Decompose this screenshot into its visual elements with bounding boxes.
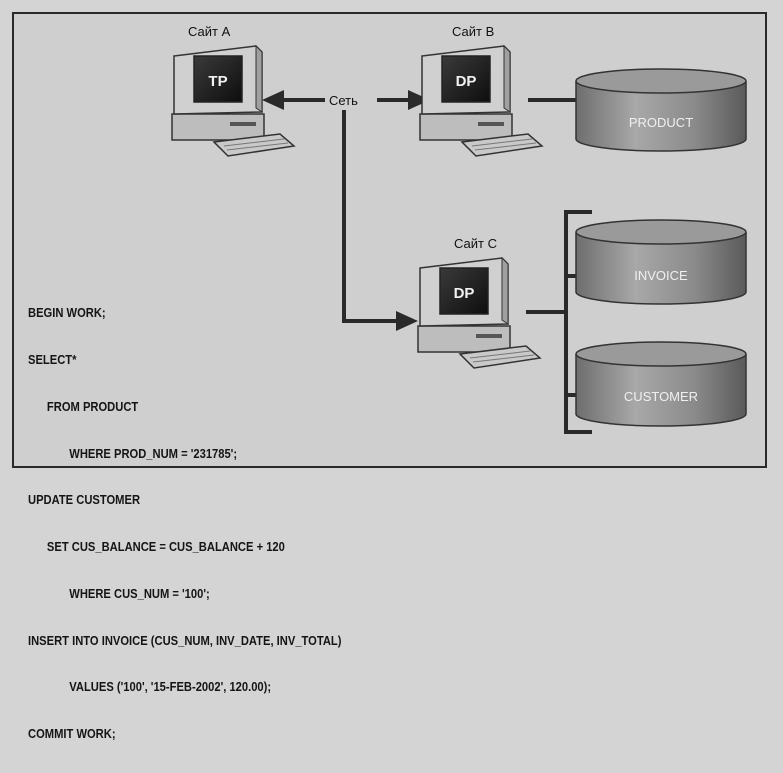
network-label: Сеть	[326, 93, 361, 108]
site-b-label: Сайт B	[452, 24, 495, 39]
computer-site-a: TP	[171, 44, 296, 157]
arrowheads	[262, 90, 430, 331]
sql-line: INSERT INTO INVOICE (CUS_NUM, INV_DATE, …	[28, 632, 342, 648]
sql-line: WHERE PROD_NUM = '231785';	[69, 445, 238, 461]
processor-label: DP	[456, 73, 477, 90]
database-invoice: INVOICE	[575, 219, 747, 305]
database-label: CUSTOMER	[624, 389, 698, 404]
sql-line: SET CUS_BALANCE = CUS_BALANCE + 120	[46, 539, 285, 555]
diagram-graphics: TP DP DP PRODUCT INVOICE CUSTOMER	[171, 44, 747, 434]
database-label: PRODUCT	[629, 115, 693, 130]
site-a-label: Сайт A	[188, 24, 231, 39]
arrow-site-b	[408, 90, 430, 110]
sql-line: BEGIN WORK;	[28, 305, 106, 321]
link-to-site-c	[342, 110, 398, 323]
sql-line: VALUES ('100', '15-FEB-2002', 120.00);	[69, 679, 272, 695]
database-product: PRODUCT	[575, 68, 747, 152]
diagram-canvas: TP DP DP PRODUCT INVOICE CUSTOMER Сайт A С…	[12, 12, 767, 741]
database-bracket	[564, 210, 592, 434]
computer-site-b: DP	[419, 44, 544, 157]
sql-transaction: BEGIN WORK; SELECT* FROM PRODUCT WHERE P…	[28, 274, 341, 773]
sql-line: COMMIT WORK;	[28, 726, 116, 742]
processor-label: DP	[454, 285, 475, 302]
sql-line: FROM PRODUCT	[46, 398, 139, 414]
computer-site-c: DP	[417, 256, 542, 369]
sql-line: UPDATE CUSTOMER	[28, 492, 141, 508]
sql-line: WHERE CUS_NUM = '100';	[69, 585, 210, 601]
sql-line: SELECT*	[28, 351, 77, 367]
arrow-site-c	[396, 311, 418, 331]
database-label: INVOICE	[634, 268, 688, 283]
database-customer: CUSTOMER	[575, 341, 747, 427]
site-c-label: Сайт C	[454, 236, 497, 251]
processor-label: TP	[208, 73, 227, 90]
arrow-site-a	[262, 90, 284, 110]
